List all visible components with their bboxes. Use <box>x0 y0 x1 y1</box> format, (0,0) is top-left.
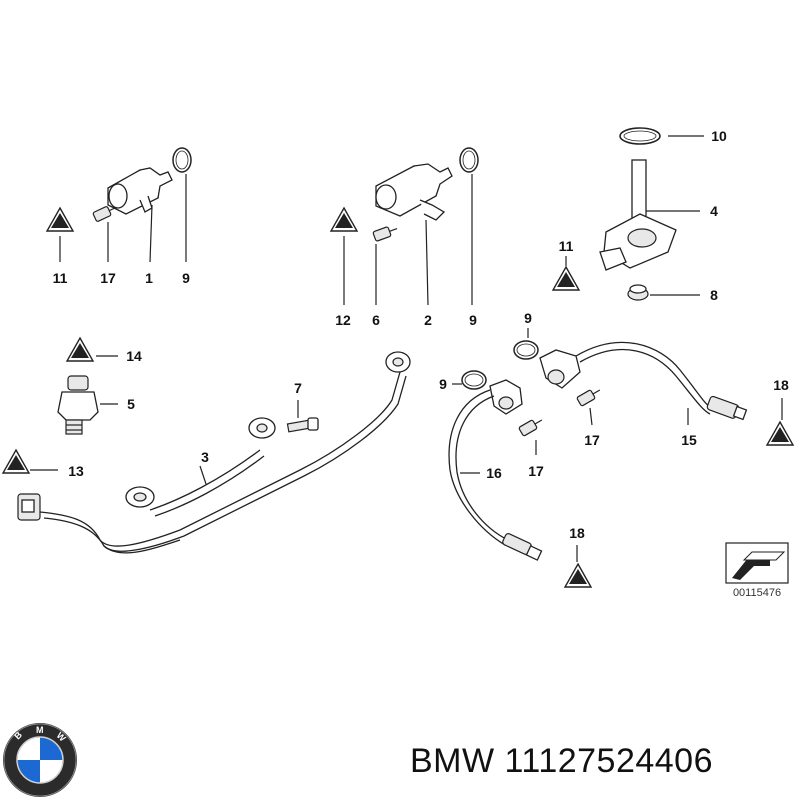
callout-2: 2 <box>424 312 432 328</box>
callout-1: 1 <box>145 270 153 286</box>
warning-13-icon <box>2 449 30 474</box>
oxygen-sensor-16 <box>448 379 543 561</box>
bolt-6 <box>372 226 398 242</box>
o-ring-9c-icon <box>513 340 539 360</box>
callout-8: 8 <box>710 287 718 303</box>
callout-4: 4 <box>710 203 718 219</box>
callout-6: 6 <box>372 312 380 328</box>
bolt-17c <box>518 419 543 437</box>
part-number: 11127524406 <box>504 742 714 780</box>
callout-16: 16 <box>486 465 502 481</box>
callout-14: 14 <box>126 348 142 364</box>
callout-9d: 9 <box>439 376 447 392</box>
warning-11a-icon <box>46 207 74 232</box>
oil-level-sensor-4 <box>599 159 677 271</box>
callout-9c: 9 <box>524 310 532 326</box>
callout-17b: 17 <box>584 432 600 448</box>
knock-sensor-b <box>248 417 276 439</box>
crankshaft-sensor-1 <box>107 167 173 215</box>
warning-12-icon <box>330 207 358 232</box>
callout-18a: 18 <box>773 377 789 393</box>
diagram-code: 00115476 <box>733 587 781 599</box>
o-ring-9a-icon <box>172 147 192 173</box>
knock-sensor-harness-3 <box>17 351 411 554</box>
callout-11b: 11 <box>559 238 574 254</box>
o-ring-9b-icon <box>459 147 479 173</box>
callout-15: 15 <box>681 432 697 448</box>
warning-11b-icon <box>552 266 580 291</box>
camshaft-sensor-2 <box>375 163 453 221</box>
bolt-17a <box>92 206 117 222</box>
callout-9b: 9 <box>469 312 477 328</box>
o-ring-9d-icon <box>461 370 487 390</box>
callout-18b: 18 <box>569 525 585 541</box>
knock-sensor-c <box>385 351 411 373</box>
o-ring-10 <box>619 127 661 145</box>
grommet-8 <box>627 284 649 301</box>
logo-letter-m: M <box>36 725 44 735</box>
callout-17c: 17 <box>528 463 544 479</box>
bolt-17b <box>576 389 601 407</box>
callout-7: 7 <box>294 380 302 396</box>
brand-part-number: BMW 11127524406 <box>410 742 713 781</box>
bmw-logo: B M W <box>3 723 77 797</box>
callout-11a: 11 <box>53 270 68 286</box>
callout-10: 10 <box>711 128 727 144</box>
knock-sensor-a <box>125 486 155 508</box>
callout-13: 13 <box>68 463 84 479</box>
oxygen-sensor-15 <box>539 341 748 421</box>
callout-9a: 9 <box>182 270 190 286</box>
diagram-code-box <box>725 542 789 584</box>
callout-5: 5 <box>127 396 135 412</box>
warning-18a-icon <box>766 421 794 446</box>
brand-name: BMW <box>410 742 495 780</box>
warning-14-icon <box>66 337 94 362</box>
warning-18b-icon <box>564 563 592 588</box>
callout-17a: 17 <box>100 270 116 286</box>
callout-3: 3 <box>201 449 209 465</box>
bolt-7 <box>286 417 319 433</box>
oil-pressure-switch-5 <box>57 375 99 435</box>
callout-12: 12 <box>335 312 351 328</box>
connector-left <box>17 493 41 521</box>
